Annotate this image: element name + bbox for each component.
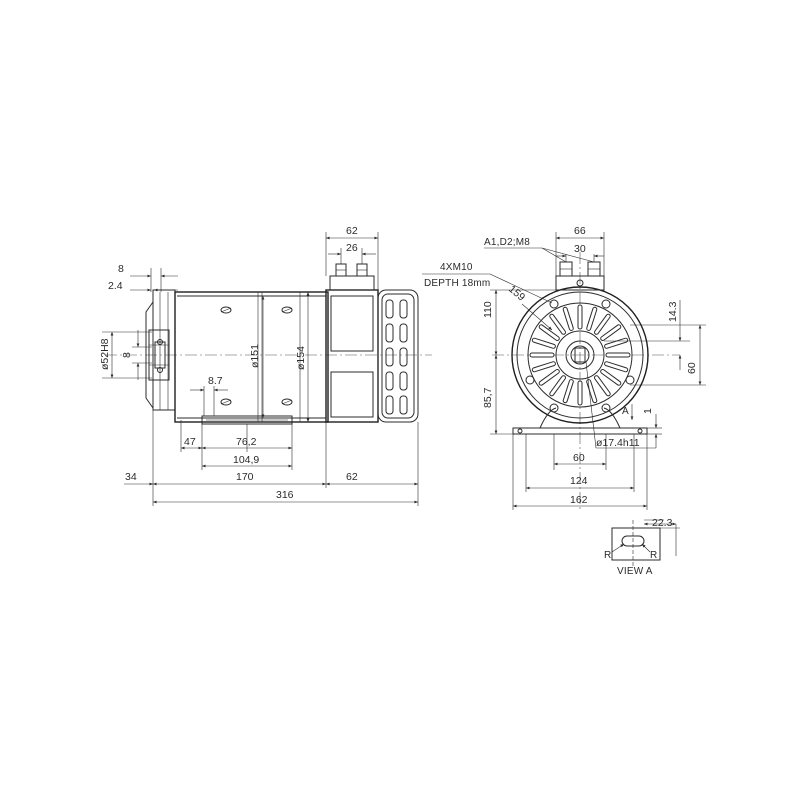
- dim-60-horizontal: 60: [573, 452, 585, 464]
- vent-slot-inner: [601, 325, 621, 340]
- vent-slot-inner: [539, 370, 559, 385]
- dim-34: 34: [125, 471, 137, 483]
- label-terminals: A1,D2;M8: [484, 237, 530, 248]
- dim-key-8: 8: [121, 352, 133, 358]
- mounting-foot: [201, 415, 293, 425]
- vent-slots: [385, 299, 408, 415]
- dim-162: 162: [570, 494, 588, 506]
- dim-60-vertical: 60: [686, 362, 698, 374]
- vent-slot-inner: [550, 376, 565, 396]
- vent-slot-inner: [595, 314, 610, 334]
- dim-d151: ø151: [249, 344, 261, 368]
- vent-slot-inner: [532, 338, 555, 348]
- vent-slot-inner: [539, 325, 559, 340]
- motor-body: [174, 291, 329, 423]
- vent-slot-inner: [587, 380, 597, 403]
- dim-30: 30: [574, 243, 586, 255]
- brush-end: [325, 263, 419, 423]
- dim-8-7: 8.7: [208, 375, 223, 387]
- end-terminal-block: [555, 261, 605, 291]
- front-flange: [145, 289, 176, 411]
- label-r-right: R: [650, 550, 657, 561]
- dim-2-4: 2.4: [108, 280, 123, 292]
- end-dimensions: 66 A1,D2;M8 30 4XM10 DEPTH 18mm 159 110: [422, 225, 706, 510]
- end-view: 66 A1,D2;M8 30 4XM10 DEPTH 18mm 159 110: [422, 225, 706, 510]
- dim-170: 170: [236, 471, 254, 483]
- label-a: A: [622, 406, 629, 417]
- vent-slot-inner: [563, 380, 573, 403]
- dim-14-3: 14.3: [667, 301, 679, 322]
- dim-62-bottom: 62: [346, 471, 358, 483]
- dim-62-top: 62: [346, 225, 358, 237]
- dim-bore: ø52H8: [99, 338, 111, 370]
- shaft-key: [574, 347, 586, 363]
- dim-66: 66: [574, 225, 586, 237]
- label-depth: DEPTH 18mm: [424, 278, 490, 289]
- dim-22-3: 22.3: [652, 517, 673, 529]
- side-terminal-studs: [329, 263, 375, 291]
- dim-159: 159: [506, 283, 527, 304]
- dim-8-top: 8: [118, 263, 124, 275]
- housing-outer-circle: [511, 286, 649, 424]
- label-r-left: R: [604, 550, 611, 561]
- vent-slot-inner: [550, 314, 565, 334]
- view-a-title: VIEW A: [617, 566, 653, 577]
- side-dimensions: 8 2.4 ø52H8 8 ø151 ø154 8.7: [99, 225, 419, 506]
- vent-slot-inner: [601, 370, 621, 385]
- vent-slot-inner: [563, 307, 573, 330]
- mounting-holes: [525, 299, 635, 413]
- dim-104-9: 104,9: [233, 454, 259, 466]
- dim-shaft: ø17.4h11: [596, 437, 640, 449]
- label-holes: 4XM10: [440, 262, 473, 273]
- dim-1: 1: [642, 408, 654, 414]
- vent-slot-inner: [605, 362, 628, 372]
- dim-76-2: 76,2: [236, 436, 257, 448]
- dim-d154: ø154: [295, 346, 307, 370]
- view-a: 22.3 R R VIEW A: [604, 517, 680, 577]
- dim-110: 110: [482, 301, 494, 318]
- vent-slot-inner: [587, 307, 597, 330]
- dim-124: 124: [570, 475, 588, 487]
- dim-47: 47: [184, 436, 196, 448]
- vent-slot-inner: [595, 376, 610, 396]
- side-view: 8 2.4 ø52H8 8 ø151 ø154 8.7: [99, 225, 432, 506]
- dim-316: 316: [276, 489, 294, 501]
- dim-26: 26: [346, 242, 358, 254]
- vent-slot-inner: [532, 362, 555, 372]
- dim-85-7: 85,7: [482, 387, 494, 408]
